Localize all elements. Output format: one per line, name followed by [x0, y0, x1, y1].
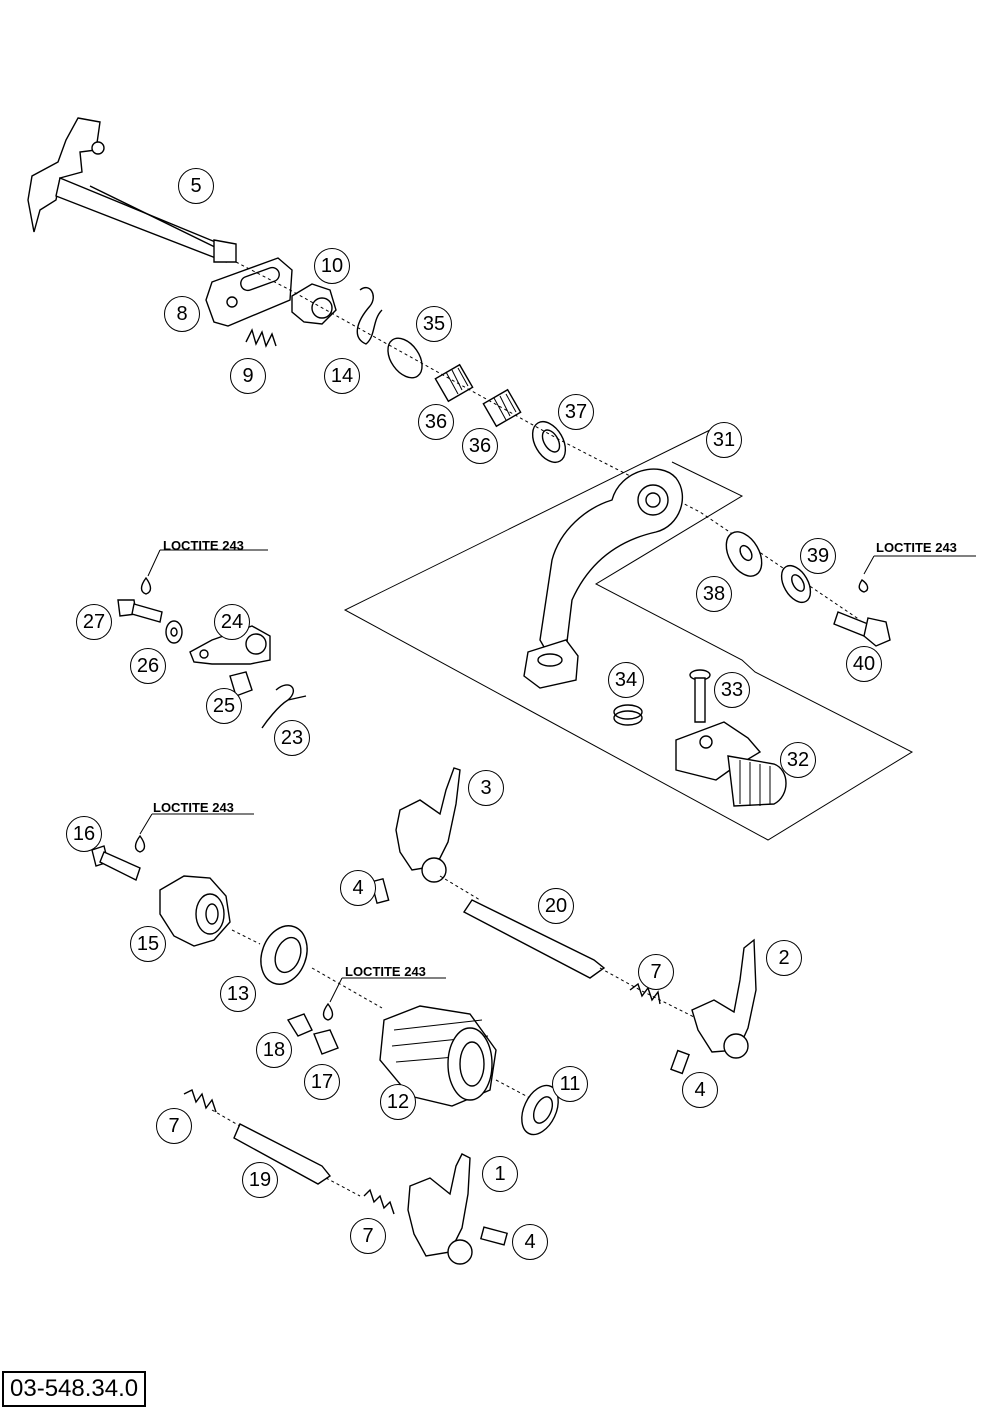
part-callout: 17: [304, 1064, 340, 1100]
assembly-outline: [343, 429, 914, 841]
spring-part: [245, 328, 277, 348]
spring-part-7b: [183, 1089, 217, 1113]
part-callout: 9: [230, 358, 266, 394]
shift-fork-3-part: [395, 767, 461, 883]
part-callout: 3: [468, 770, 504, 806]
part-callout: 36: [462, 428, 498, 464]
part-callout: 32: [780, 742, 816, 778]
part-callout: 14: [324, 358, 360, 394]
part-callout: 7: [156, 1108, 192, 1144]
part-callout: 39: [800, 538, 836, 574]
part-callout: 13: [220, 976, 256, 1012]
shift-fork-2-part: [691, 938, 757, 1059]
part-callout: 27: [76, 604, 112, 640]
part-callout: 7: [350, 1218, 386, 1254]
washer-part: [387, 337, 423, 379]
part-callout: 5: [178, 168, 214, 204]
spring-clip-part: [356, 287, 383, 345]
shift-drum-locating-star-part: [159, 875, 231, 947]
part-callout: 2: [766, 940, 802, 976]
part-callout: 26: [130, 648, 166, 684]
part-callout: 24: [214, 604, 250, 640]
shift-lever-plate-part: [205, 257, 293, 327]
part-callout: 4: [512, 1224, 548, 1260]
bolt-part-40: [833, 579, 891, 647]
loctite-label: LOCTITE 243: [163, 538, 244, 553]
part-callout: 38: [696, 576, 732, 612]
part-callout: 25: [206, 688, 242, 724]
part-callout: 10: [314, 248, 350, 284]
part-callout: 31: [706, 422, 742, 458]
needle-bearing-part: [434, 363, 522, 428]
shift-rail-part-19: [233, 1123, 332, 1185]
part-callout: 1: [482, 1156, 518, 1192]
roller-part: [291, 283, 337, 325]
torsion-spring-part: [261, 684, 307, 729]
bearing-part-13: [260, 925, 308, 985]
bolt-part-27: [117, 599, 163, 623]
seal-ring-part: [531, 421, 567, 463]
part-callout: 33: [714, 672, 750, 708]
part-callout: 12: [380, 1084, 416, 1120]
part-callout: 7: [638, 954, 674, 990]
pin-part: [689, 669, 711, 723]
part-callout: 11: [552, 1066, 588, 1102]
dowel-pin-part-2: [670, 1049, 690, 1075]
locking-plate-part: [286, 1013, 313, 1037]
shift-drum-part: [379, 1005, 497, 1107]
roller-part-25: [229, 671, 253, 697]
part-callout: 8: [164, 296, 200, 332]
part-callout: 4: [682, 1072, 718, 1108]
washer-part-26: [165, 620, 183, 644]
part-callout: 19: [242, 1162, 278, 1198]
pin-part-17: [313, 1029, 339, 1055]
loctite-label: LOCTITE 243: [876, 540, 957, 555]
part-callout: 34: [608, 662, 644, 698]
shift-fork-1-part: [407, 1153, 473, 1265]
pedal-tip-part: [675, 721, 787, 807]
shift-lever-part: [523, 468, 684, 689]
shift-shaft-part: [27, 117, 237, 263]
part-callout: 36: [418, 404, 454, 440]
bolt-part-16: [91, 845, 141, 881]
part-callout: 40: [846, 646, 882, 682]
part-callout: 15: [130, 926, 166, 962]
part-callout: 35: [416, 306, 452, 342]
part-callout: 23: [274, 720, 310, 756]
part-callout: 4: [340, 870, 376, 906]
document-number: 03-548.34.0: [2, 1371, 147, 1407]
washer-part-38: [725, 531, 763, 577]
bushing-part: [613, 704, 643, 726]
part-callout: 18: [256, 1032, 292, 1068]
dowel-pin-part-3: [479, 1226, 509, 1246]
bearing-part-11: [521, 1084, 559, 1136]
loctite-label: LOCTITE 243: [345, 964, 426, 979]
shift-rail-part: [462, 899, 606, 979]
spring-part-7c: [363, 1188, 395, 1215]
part-callout: 20: [538, 888, 574, 924]
loctite-label: LOCTITE 243: [153, 800, 234, 815]
lock-washer-part: [780, 564, 812, 604]
part-callout: 16: [66, 816, 102, 852]
part-callout: 37: [558, 394, 594, 430]
